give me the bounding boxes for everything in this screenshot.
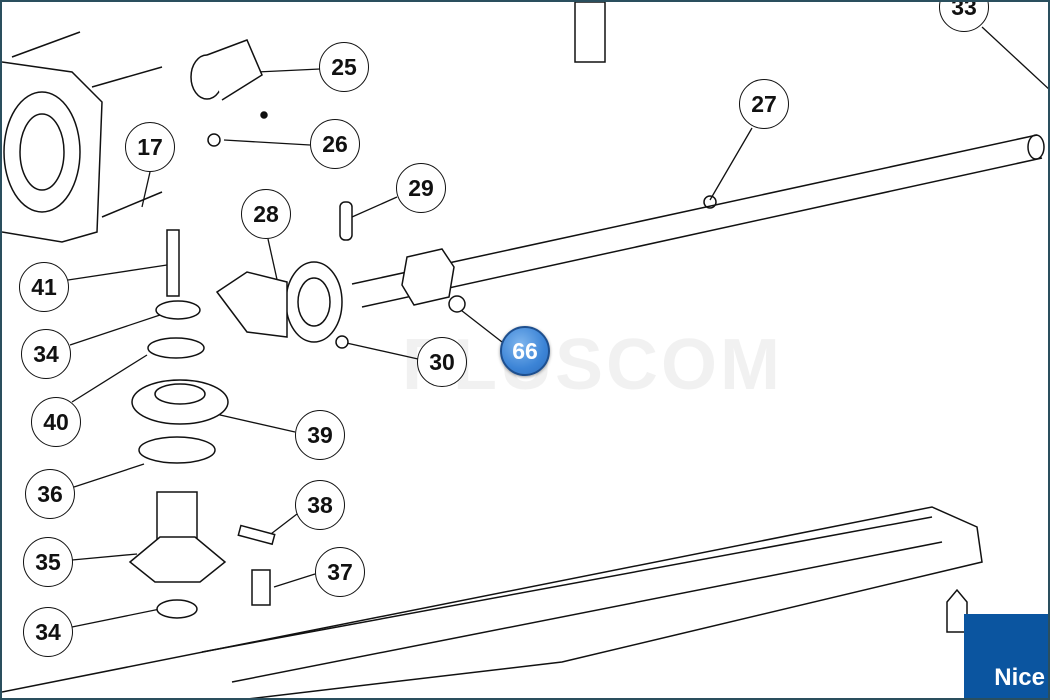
bearing-part [215,261,349,349]
callout-35[interactable]: 35 [23,537,73,587]
callout-66-highlighted[interactable]: 66 [500,326,550,376]
callout-41[interactable]: 41 [19,262,69,312]
callout-38[interactable]: 38 [295,480,345,530]
leader-lines [67,26,1048,628]
brand-logo: Nice [964,614,1048,698]
callout-28[interactable]: 28 [241,189,291,239]
callout-26[interactable]: 26 [310,119,360,169]
callout-36[interactable]: 36 [25,469,75,519]
worm-gear-part [190,39,268,147]
callout-34[interactable]: 34 [21,329,71,379]
callout-30[interactable]: 30 [417,337,467,387]
callout-34-lower[interactable]: 34 [23,607,73,657]
callout-29[interactable]: 29 [396,163,446,213]
base-housing-part [2,506,983,698]
callout-39[interactable]: 39 [295,410,345,460]
shaft-part [351,134,1045,313]
gear-stack-parts [128,2,606,619]
callout-40[interactable]: 40 [31,397,81,447]
motor-housing-part [2,31,163,243]
callout-17[interactable]: 17 [125,122,175,172]
callout-25[interactable]: 25 [319,42,369,92]
brand-name: Nice [994,664,1045,691]
callout-27[interactable]: 27 [739,79,789,129]
callout-37[interactable]: 37 [315,547,365,597]
